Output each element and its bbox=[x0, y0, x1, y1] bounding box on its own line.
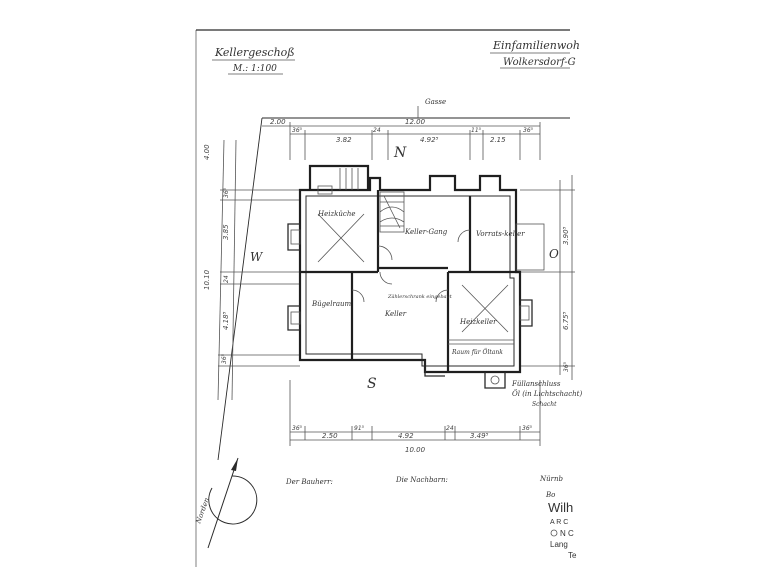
north-arrow-label: Norden bbox=[194, 496, 211, 525]
dim-top-seg-5: 11⁵ bbox=[471, 127, 482, 134]
dim-top-seg-7: 36⁵ bbox=[523, 127, 534, 134]
street-label: Gasse bbox=[425, 98, 446, 106]
room-label-corridor: Keller-Gang bbox=[404, 228, 448, 236]
compass-east: O bbox=[549, 247, 559, 261]
dim-left-4: 3.85 bbox=[222, 224, 230, 240]
stamp-name: Wilh bbox=[548, 500, 573, 515]
dim-right-1: 3.90⁵ bbox=[562, 226, 570, 245]
dim-bottom-seg-6: 3.49⁵ bbox=[470, 432, 489, 440]
left-dimension-chain bbox=[217, 139, 300, 401]
dim-left-2: 10.10 bbox=[203, 269, 211, 290]
stamp-line-3: N C bbox=[560, 529, 574, 538]
dim-left-3: 36⁵ bbox=[223, 187, 230, 198]
dim-top-seg-3: 24 bbox=[373, 127, 381, 134]
sheet-title: Kellergeschoß bbox=[214, 46, 295, 59]
builder-label: Der Bauherr: bbox=[285, 478, 333, 486]
note-fill-pipe-1: Füllanschluss bbox=[511, 380, 561, 388]
dim-top-seg-6: 2.15 bbox=[490, 136, 506, 144]
stair-symbol bbox=[379, 191, 405, 233]
north-arrow-head-icon bbox=[231, 458, 238, 471]
room-label-pantry: Vorrats-keller bbox=[476, 230, 525, 238]
dim-bottom-seg-3: 91⁵ bbox=[354, 425, 365, 432]
right-dimension-chain bbox=[520, 175, 575, 380]
dim-bottom-seg-1: 36⁵ bbox=[292, 425, 303, 432]
stamp-seal-icon bbox=[550, 529, 558, 537]
dim-left-5: 24 bbox=[223, 275, 230, 283]
dim-bottom-overall: 10.00 bbox=[405, 446, 426, 454]
dim-bottom-seg-2: 2.50 bbox=[322, 432, 338, 440]
building-walls bbox=[298, 164, 522, 374]
sheet-scale: M.: 1:100 bbox=[232, 64, 277, 74]
bottom-dimension-chain bbox=[289, 380, 541, 446]
compass-north: N bbox=[393, 145, 407, 161]
dim-top-overall: 12.00 bbox=[405, 118, 426, 126]
dim-top-seg-1: 36⁵ bbox=[292, 127, 303, 134]
north-arrow bbox=[207, 457, 258, 549]
room-label-heating-kitchen: Heizküche bbox=[317, 210, 356, 218]
project-location: Wolkersdorf-G bbox=[503, 57, 576, 68]
architect-stamp: Wilh A R C N C Lang Te bbox=[548, 500, 577, 560]
dim-left-6: 4.18⁵ bbox=[222, 311, 230, 330]
dim-top-seg-4: 4.92⁵ bbox=[420, 136, 439, 144]
ceiling-x-marks bbox=[317, 213, 509, 333]
project-title: Einfamilienwoh bbox=[492, 39, 580, 52]
room-label-meter: Zählerschrank eingebaut bbox=[387, 294, 453, 300]
room-label-cellar: Keller bbox=[384, 310, 407, 318]
dim-left-7: 36⁵ bbox=[221, 353, 228, 364]
note-fill-pipe-2: Öl (in Lichtschacht) bbox=[512, 389, 582, 398]
dim-bottom-seg-4: 4.92 bbox=[398, 432, 414, 440]
door-swings bbox=[351, 229, 471, 303]
dim-bottom-seg-5: 24 bbox=[446, 425, 454, 432]
neighbours-label: Die Nachbarn: bbox=[395, 476, 448, 484]
light-wells bbox=[287, 223, 545, 389]
top-dimension-chain bbox=[262, 122, 541, 160]
dim-right-2: 6.75⁵ bbox=[562, 311, 570, 330]
room-label-ironing: Bügelraum bbox=[311, 300, 352, 308]
dim-right-3: 36⁵ bbox=[563, 361, 570, 372]
property-line-left bbox=[217, 117, 263, 461]
compass-south: S bbox=[367, 376, 377, 392]
note-right: Nürnb bbox=[539, 475, 563, 483]
room-label-oil-tank: Raum für Öltank bbox=[451, 349, 503, 356]
room-label-boiler-room: Heizkeller bbox=[459, 318, 497, 326]
note-fill-pipe-3: Schacht bbox=[532, 401, 557, 408]
stamp-line-4: Lang bbox=[550, 540, 568, 549]
exterior-stair bbox=[317, 168, 359, 195]
dim-bottom-seg-7: 36⁵ bbox=[522, 425, 533, 432]
stamp-line-2: A R C bbox=[550, 519, 568, 526]
note-right-2: Bo bbox=[545, 491, 555, 499]
dim-top-offset: 2.00 bbox=[270, 118, 286, 126]
dim-left-1: 4.00 bbox=[203, 144, 211, 160]
stamp-line-5: Te bbox=[568, 551, 577, 560]
compass-west: W bbox=[250, 250, 264, 264]
dim-top-seg-2: 3.82 bbox=[336, 136, 352, 144]
